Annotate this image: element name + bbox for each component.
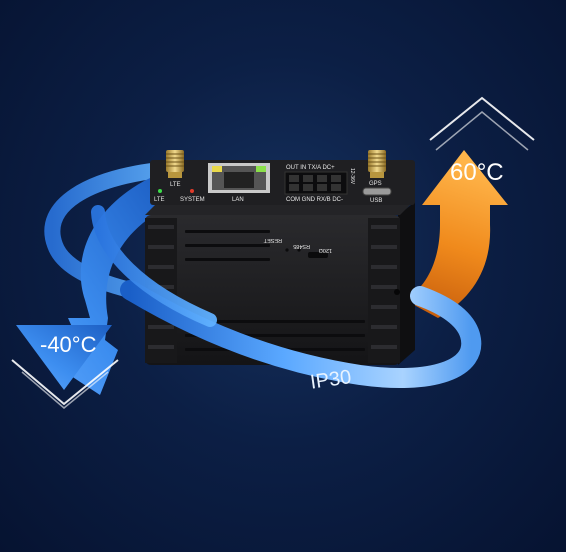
led-lte-label: LTE	[154, 197, 165, 203]
temperature-down-arrow	[11, 178, 162, 409]
voltage-label: 12-36V	[349, 168, 355, 185]
ethernet-port-icon	[208, 163, 270, 193]
usb-label: USB	[370, 198, 382, 204]
low-temperature-label: -40°C	[40, 332, 97, 357]
ohm-label: 120Ω	[319, 247, 332, 253]
rs485-label: RS485	[293, 243, 310, 249]
ring-front-arc	[120, 280, 482, 388]
lte-top-label: LTE	[170, 182, 181, 188]
usb-port-icon	[362, 187, 392, 196]
led-lte-indicator	[158, 189, 162, 193]
protection-rating-label: IP30	[309, 366, 353, 394]
high-temperature-label: 60°C	[450, 159, 504, 186]
terminal-bottom-label: COM GND RX/B DC-	[286, 197, 343, 203]
reset-label: RESET	[263, 237, 282, 243]
led-system-label: SYSTEM	[180, 197, 205, 203]
led-system-indicator	[190, 189, 194, 193]
terminal-top-label: OUT IN TX/A DC+	[286, 165, 335, 171]
router-device	[145, 150, 415, 365]
terminal-block-icon	[284, 171, 348, 195]
temperature-up-arrow	[405, 96, 535, 318]
antenna-connector-icon	[368, 150, 386, 178]
gps-label: GPS	[369, 181, 382, 187]
lan-label: LAN	[232, 197, 244, 203]
antenna-connector-icon	[166, 150, 184, 178]
